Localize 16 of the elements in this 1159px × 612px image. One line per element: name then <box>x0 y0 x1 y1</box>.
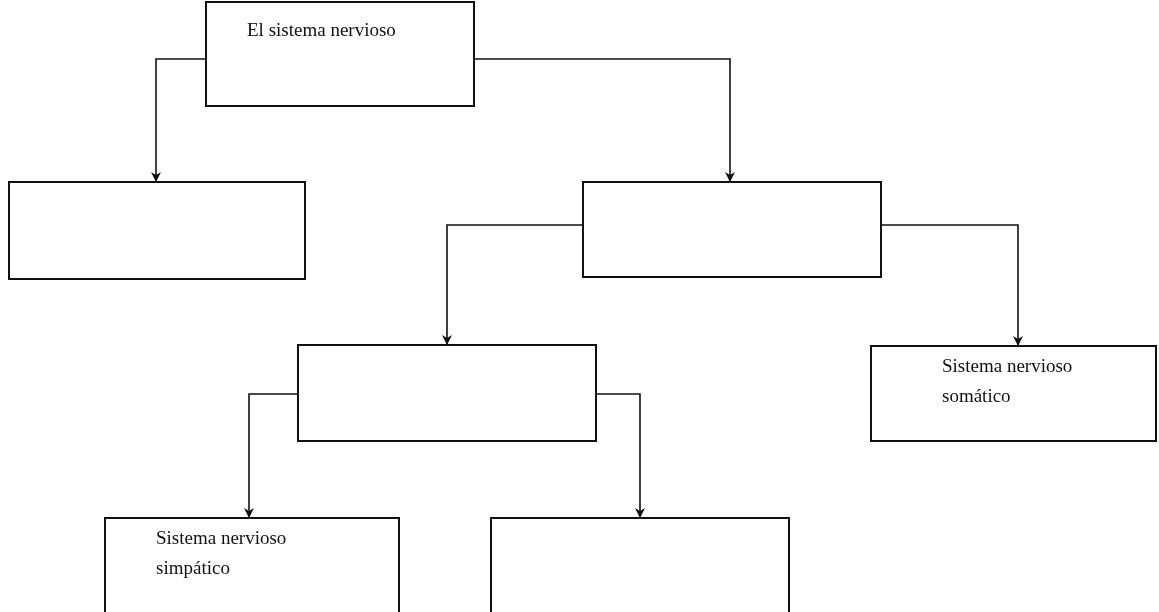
arrow <box>442 224 583 345</box>
box <box>104 517 400 612</box>
node-text: El sistema nervioso <box>247 18 397 42</box>
arrow <box>881 224 1023 346</box>
box <box>582 181 882 278</box>
node-text: Sistema nervioso simpático <box>156 526 288 580</box>
box <box>870 345 1157 442</box>
arrow <box>244 393 298 518</box>
box <box>297 344 597 442</box>
box <box>205 1 475 107</box>
arrow <box>151 58 206 182</box>
arrow <box>474 58 735 182</box>
box <box>8 181 306 280</box>
arrow <box>596 393 645 518</box>
node-text: Sistema nervioso somático <box>942 354 1074 408</box>
box <box>490 517 790 612</box>
